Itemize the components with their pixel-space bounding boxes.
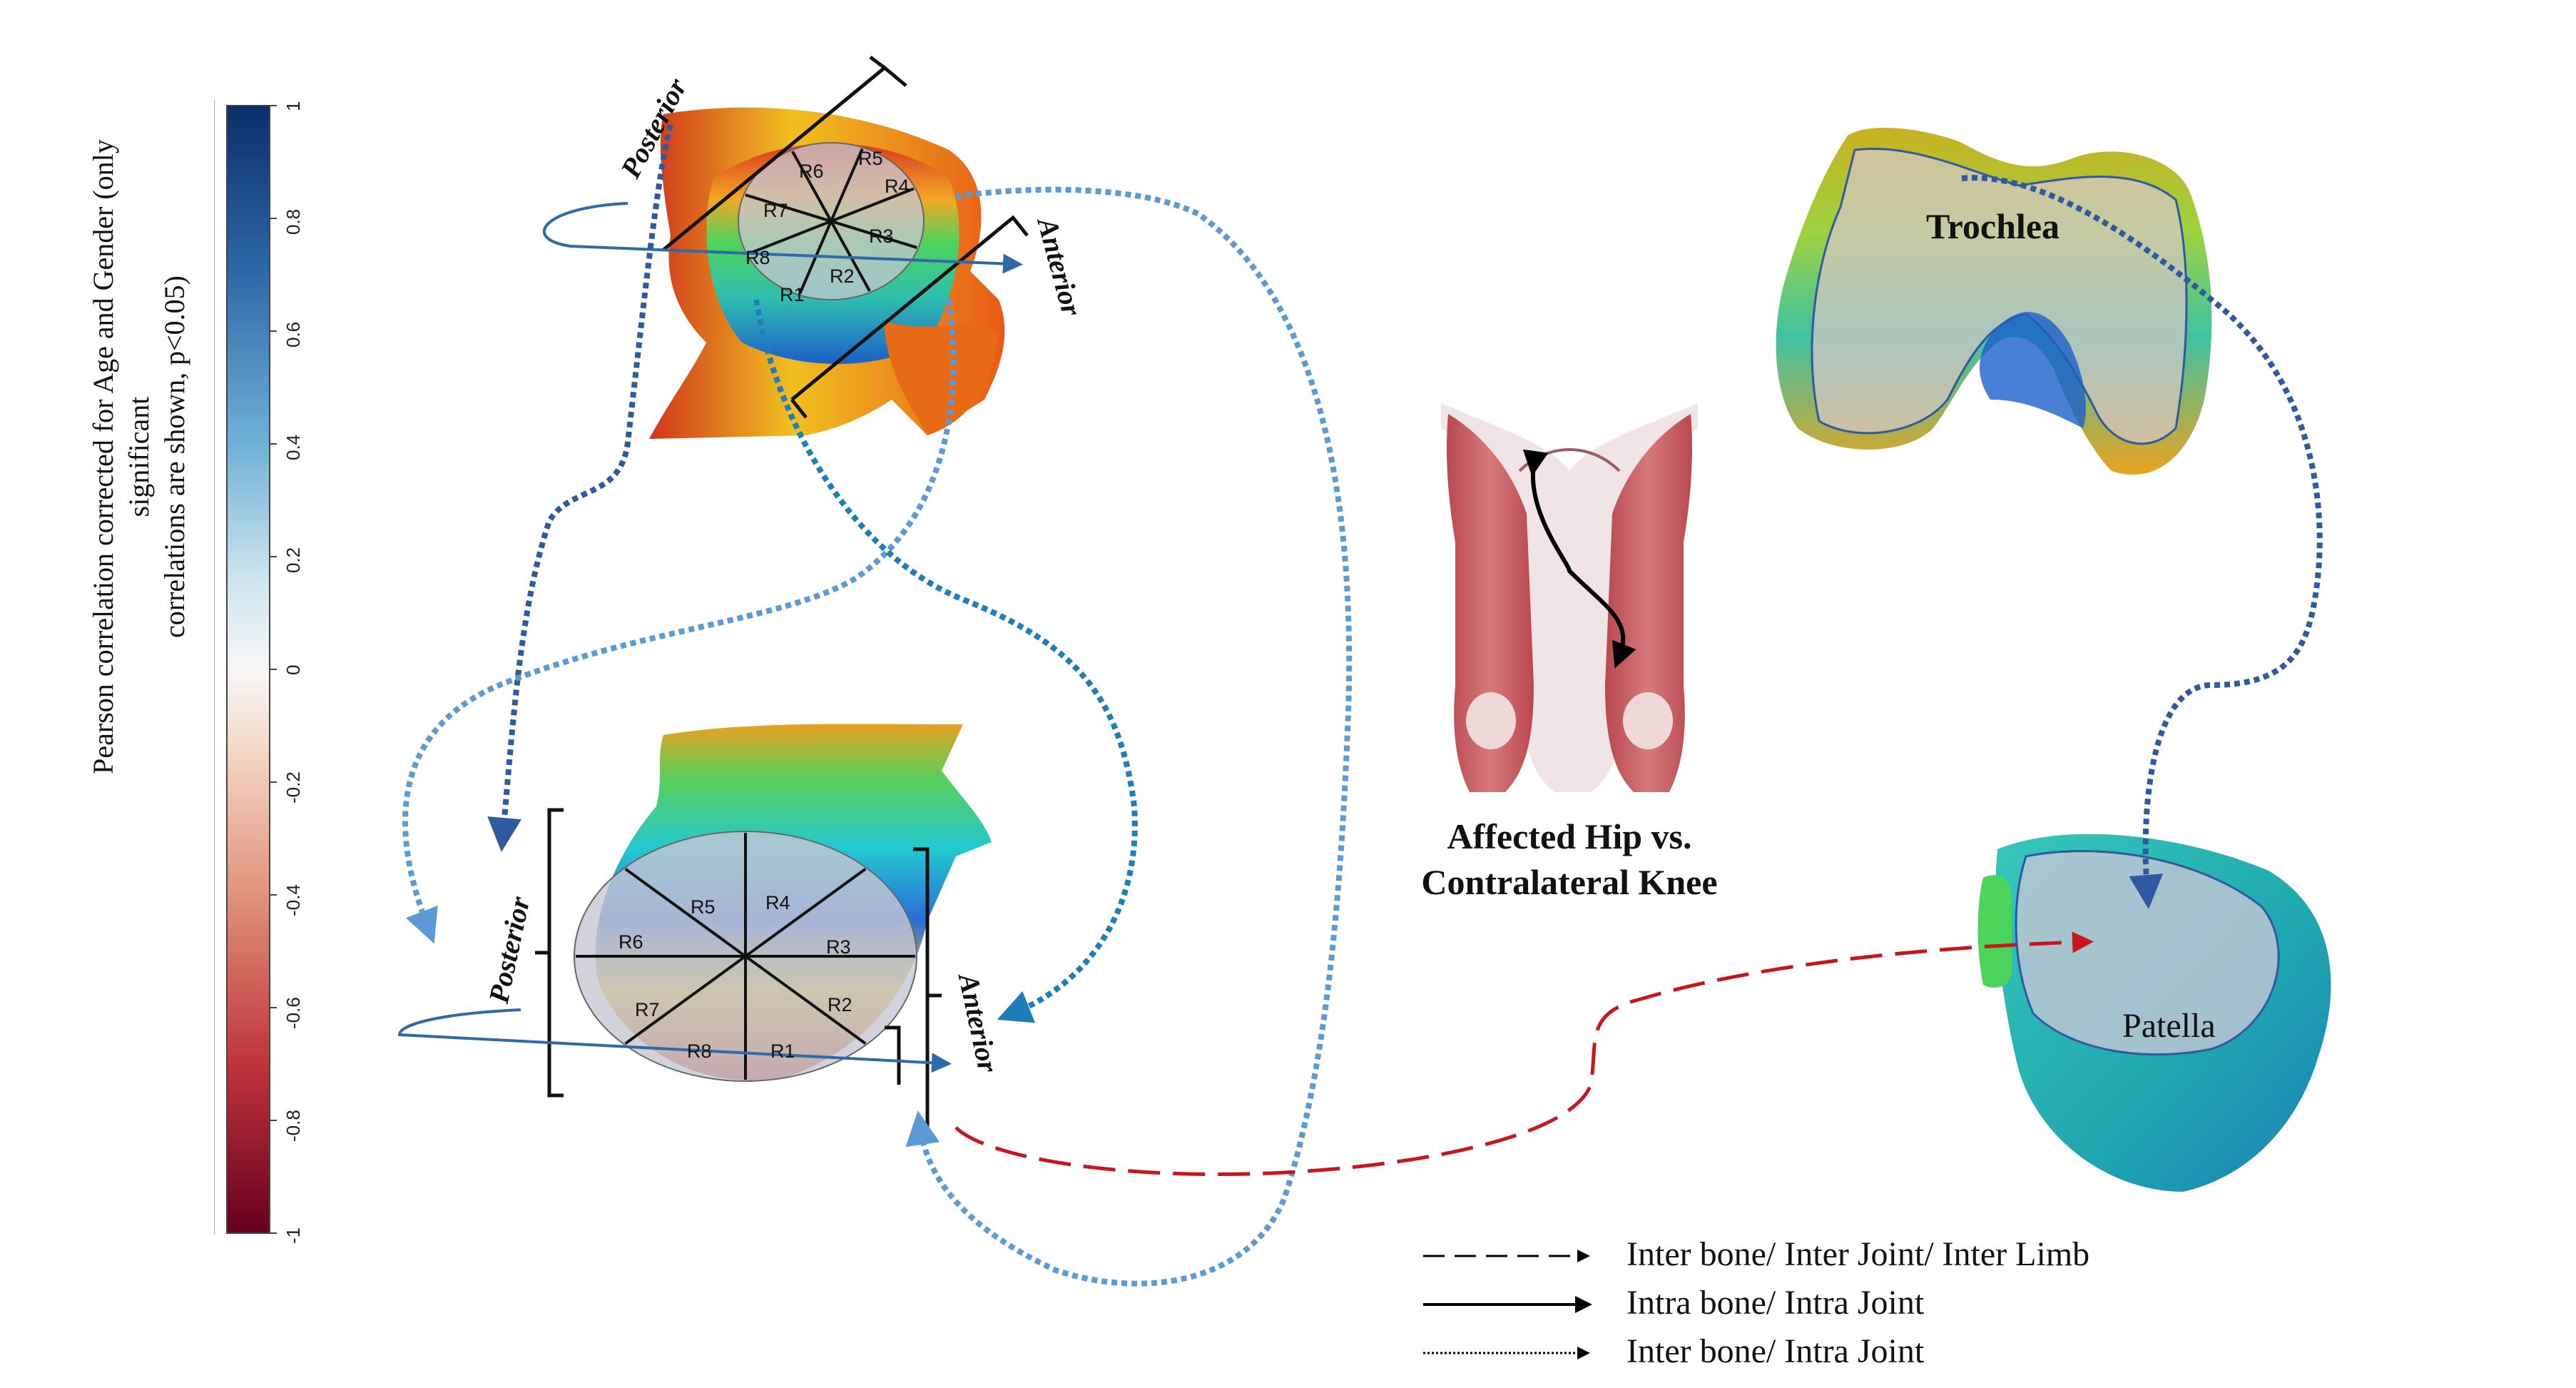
ace-region-r6: R6 [799,161,824,182]
fem-region-r8: R8 [687,1040,712,1062]
legend-solid-label: Intra bone/ Intra Joint [1626,1284,1925,1322]
ace-region-r3: R3 [869,226,894,247]
fem-region-r5: R5 [691,896,716,918]
trochlea-surface [1776,128,2212,475]
acetabulum-brackets [662,56,1029,419]
center-caption-line1: Affected Hip vs. [1447,816,1692,856]
center-caption-line2: Contralateral Knee [1421,862,1718,902]
region-divider-line [791,151,871,292]
hip-knee-black-arrow [1522,449,1636,669]
acetabulum-region-dividers [745,148,917,295]
fem-region-r3: R3 [826,936,851,958]
inter-bone-dotted-arrows [402,123,2323,1287]
ace-region-r8: R8 [745,247,770,268]
patella-label: Patella [2122,1007,2216,1045]
legend-samples [1423,1250,1592,1359]
legend-dashed-label: Inter bone/ Inter Joint/ Inter Limb [1626,1235,2090,1273]
inter-limb-dashed-arrow [954,931,2094,1176]
fem-region-r1: R1 [770,1040,795,1062]
legend-dotted-label: Inter bone/ Intra Joint [1626,1332,1925,1370]
fem-region-r4: R4 [765,892,790,913]
ace-region-r7: R7 [763,200,788,221]
fem-region-r7: R7 [635,999,660,1020]
ace-region-r4: R4 [885,176,910,197]
ace-region-r2: R2 [830,265,855,287]
acetabulum-surface [649,107,1005,439]
patella-surface [1977,834,2331,1192]
center-caption: Affected Hip vs. Contralateral Knee [1388,814,1751,905]
ace-region-r1: R1 [780,284,805,305]
colorbar-graphic [214,100,277,1235]
legs-muscle-illustration [1441,400,1698,792]
intra-joint-arrows [397,202,1023,1073]
ace-region-r5: R5 [858,148,883,169]
fem-region-r6: R6 [618,931,643,953]
femoral-head-region-dividers [576,833,915,1080]
trochlea-label: Trochlea [1926,206,2060,246]
region-divider-line [624,868,867,1045]
fem-region-r2: R2 [828,994,852,1015]
